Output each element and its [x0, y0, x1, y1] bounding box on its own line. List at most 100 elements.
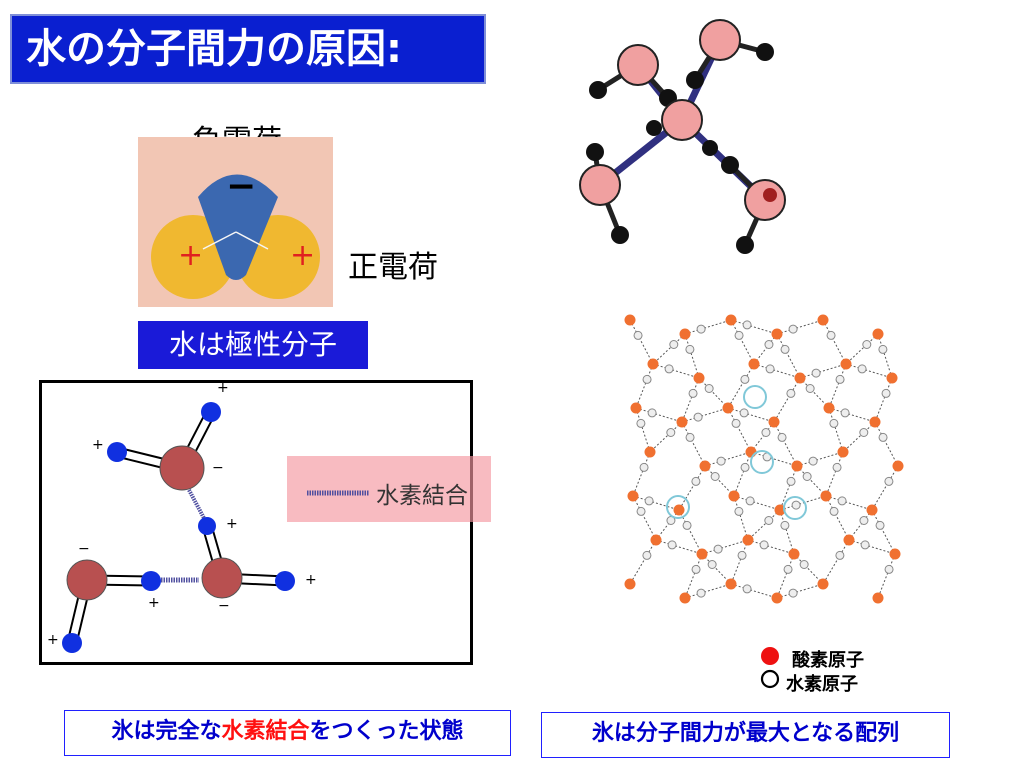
lattice-bond [730, 539, 749, 585]
lattice-bond [877, 553, 896, 599]
lattice-bond [704, 465, 735, 497]
lattice-hydrogen [644, 496, 654, 506]
lattice-hydrogen [788, 324, 798, 334]
lattice-hydrogen [666, 428, 676, 437]
page-title: 水の分子間力の原因: [10, 14, 486, 84]
lattice-hydrogen [759, 540, 769, 550]
legend-oxygen-label: 酸素原子 [792, 650, 864, 671]
lattice-bond [701, 553, 732, 585]
highlight-ring [743, 385, 767, 409]
lattice-bond [825, 495, 873, 511]
lattice-oxygen [817, 314, 829, 326]
lattice-hydrogen [716, 456, 726, 466]
lattice-hydrogen [829, 418, 839, 428]
lattice-bond [776, 583, 824, 599]
lattice-bond [635, 407, 683, 423]
lattice-bond [727, 363, 755, 409]
lattice-bond [632, 495, 680, 511]
lattice-bond [733, 451, 752, 497]
lattice-bond [799, 363, 847, 379]
left-caption: 氷は完全な水素結合をつくった状態 [64, 710, 511, 756]
charge-sign: − [218, 598, 230, 614]
hydrogen-atom [198, 517, 216, 535]
lattice-bond [874, 421, 899, 467]
lattice-oxygen [788, 548, 800, 560]
positive-charge-label: 正電荷 [348, 250, 438, 285]
lattice-oxygen [745, 446, 757, 458]
lattice-hydrogen [742, 584, 752, 594]
lattice-hydrogen [840, 408, 850, 418]
lattice-hydrogen [878, 344, 888, 354]
lattice-oxygen [725, 314, 737, 326]
hydrogen-marker [760, 669, 780, 689]
lattice-hydrogen [859, 516, 869, 525]
lattice-oxygen [794, 372, 806, 384]
oxygen-marker [761, 647, 779, 665]
lattice-hydrogen [633, 330, 643, 340]
lattice-oxygen [872, 592, 884, 604]
lattice-hydrogen [710, 472, 720, 481]
lattice-hydrogen [642, 374, 652, 384]
lattice-bond [753, 363, 801, 379]
lattice-bond [733, 495, 749, 541]
hydrogen-bond-symbol [307, 490, 369, 496]
lattice-oxygen [624, 314, 636, 326]
lattice-hydrogen [742, 320, 752, 330]
lattice-bond [649, 421, 683, 453]
lattice-oxygen [644, 446, 656, 458]
lattice-bond [701, 539, 749, 555]
lattice-bond [779, 495, 827, 511]
lattice-hydrogen [786, 388, 796, 398]
lattice-bond [825, 451, 844, 497]
lattice-bond [828, 407, 844, 453]
lattice-hydrogen [696, 324, 706, 334]
lattice-hydrogen [739, 408, 749, 418]
oxygen-atom [159, 445, 205, 491]
charge-sign: − [212, 460, 224, 476]
lattice-hydrogen [835, 550, 845, 560]
lattice-hydrogen [761, 428, 771, 437]
lattice-hydrogen [829, 506, 839, 516]
hydrogen-bond-legend [287, 456, 491, 522]
lattice-bond [750, 421, 775, 453]
lattice-hydrogen [667, 540, 677, 550]
lattice-hydrogen [878, 432, 888, 442]
lattice-bond [845, 333, 879, 365]
lattice-bond [635, 363, 654, 409]
lattice-bond [632, 451, 651, 497]
lattice-oxygen [817, 578, 829, 590]
lattice-hydrogen [713, 544, 723, 554]
charge-sign: + [148, 595, 160, 611]
lattice-oxygen [693, 372, 705, 384]
lattice-bond [727, 407, 775, 423]
lattice-oxygen [840, 358, 852, 370]
lattice-hydrogen [740, 462, 750, 472]
lattice-hydrogen [811, 368, 821, 378]
lattice-oxygen [866, 504, 878, 516]
lattice-hydrogen [682, 520, 692, 530]
lattice-hydrogen [835, 374, 845, 384]
lattice-bond [822, 539, 850, 585]
lattice-hydrogen [688, 388, 698, 398]
lattice-bond [871, 509, 896, 555]
highlight-ring [783, 496, 807, 520]
lattice-oxygen [647, 358, 659, 370]
lattice-hydrogen [859, 428, 869, 437]
lattice-oxygen [679, 328, 691, 340]
lattice-bond [776, 333, 801, 379]
lattice-oxygen [771, 328, 783, 340]
lattice-bond [753, 333, 778, 365]
lattice-hydrogen [745, 496, 755, 506]
lattice-oxygen [837, 446, 849, 458]
lattice-hydrogen [832, 462, 842, 472]
lattice-oxygen [869, 416, 881, 428]
lattice-bond [793, 553, 824, 585]
lattice-oxygen [696, 548, 708, 560]
hydrogen-atom [141, 571, 161, 591]
lattice-oxygen [843, 534, 855, 546]
lattice-hydrogen [788, 588, 798, 598]
legend-hydrogen-label: 水素原子 [786, 674, 858, 695]
lattice-oxygen [791, 460, 803, 472]
lattice-hydrogen [691, 564, 701, 574]
oxygen-atom [198, 174, 278, 280]
